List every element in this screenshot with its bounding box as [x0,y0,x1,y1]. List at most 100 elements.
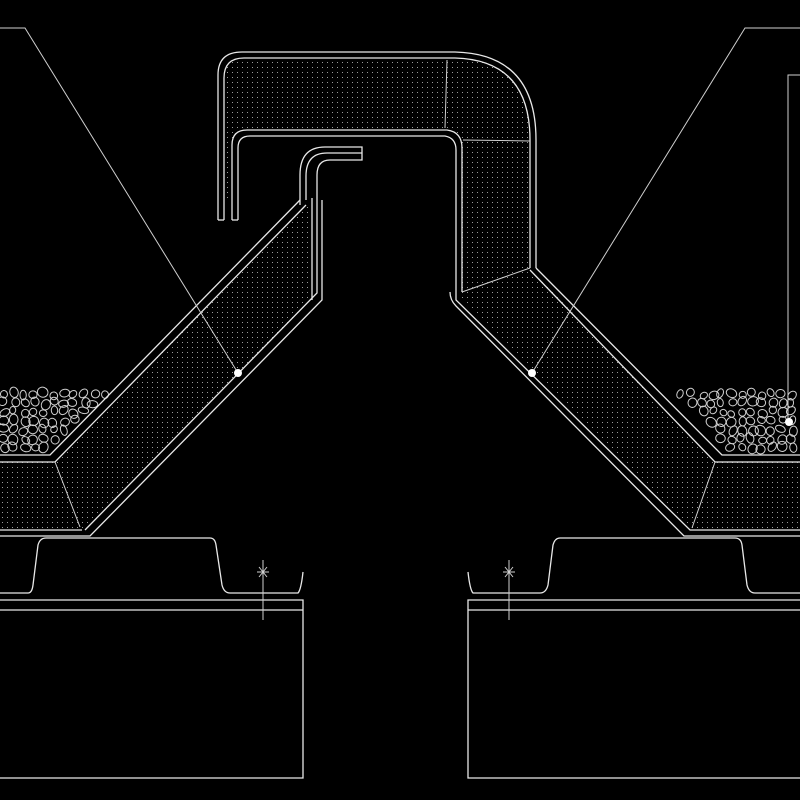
pebble [50,405,59,416]
pebble [705,416,717,428]
pebble [0,396,8,407]
pebble [785,406,796,416]
pebble [737,395,748,407]
pebble [49,396,59,406]
pebble [68,408,79,419]
pebble [60,417,70,427]
pebble [30,396,40,407]
insulation-left-band [0,200,312,530]
pebble [9,386,19,398]
pebble [18,427,29,437]
pebble [716,416,727,427]
pebble [31,443,41,452]
pebble [738,443,747,452]
pebble [58,399,70,408]
pebble [766,388,775,398]
pebble [86,400,99,409]
pebble [19,389,27,401]
leader-dot-right [528,369,536,377]
pebble [785,434,796,445]
pebble [28,390,38,400]
fixing-marker-left [257,560,269,620]
pebble [9,405,17,415]
pebble [39,417,50,429]
pebble [708,390,720,401]
pebble [745,432,755,444]
pebble [697,398,707,408]
roof-hood [217,51,537,295]
pebble [725,388,738,399]
pebble [715,433,726,444]
pebble [20,416,31,428]
pebble [70,414,80,424]
left-slope [0,199,307,531]
pebble [77,406,90,415]
pebble [767,441,777,452]
pebble [716,388,725,399]
pebble [774,424,786,433]
pebble [38,423,47,434]
insulation [0,58,800,530]
pebble [709,406,718,415]
pebble [27,424,38,435]
pebble [59,424,68,436]
pebble [725,443,736,452]
pebble [68,389,78,399]
pebble [758,436,768,445]
insulation-hood [225,58,530,292]
leader-lines [0,27,800,426]
pebble [38,433,49,443]
pebble [8,413,19,426]
pebble [698,405,709,417]
pebble [719,408,728,417]
pebble [715,423,726,434]
pebble [49,391,59,401]
leader-dot-left [234,369,242,377]
pebble [738,416,747,427]
pebble [775,389,786,399]
pebble [8,423,19,434]
pebble [0,443,10,454]
pebble [738,408,747,417]
pebble [20,443,32,453]
pebble [768,405,777,415]
pebble [50,435,60,445]
pebble [59,388,71,398]
pebble [20,398,30,408]
right-slope [449,267,800,537]
pebble [90,389,101,399]
pebble [676,389,684,399]
pebble [101,390,109,399]
left-curb [0,537,304,779]
pebble [47,417,58,428]
pebble [777,434,788,445]
pebble [0,433,9,443]
pebble [745,416,756,426]
pebble [755,397,767,408]
pebble [746,387,756,397]
pebble [716,398,724,408]
pebble [7,441,18,452]
pebble [727,410,736,418]
pebble [685,387,695,397]
upstand [0,146,363,537]
pebble [36,386,49,398]
pebble [765,426,775,436]
pebble [788,425,798,437]
pebble [728,398,738,407]
pebble [58,405,69,416]
pebble [754,424,767,437]
pebble [757,416,766,424]
pebble [755,444,766,455]
pebble [768,397,779,408]
pebble [738,390,747,399]
pebble [747,396,759,407]
pebble [699,391,709,400]
pebble [736,432,745,443]
pebble [7,433,19,446]
pebble [11,397,21,408]
pebble [50,425,58,434]
pebble [78,388,89,399]
pebble [28,407,38,417]
